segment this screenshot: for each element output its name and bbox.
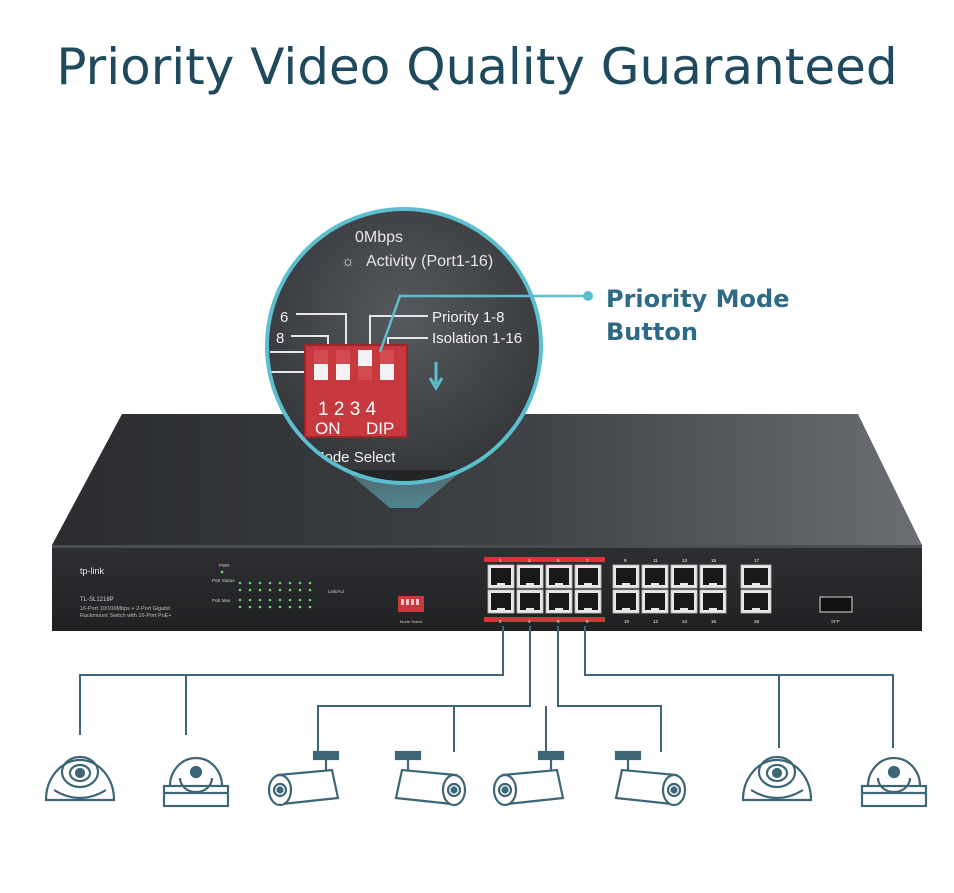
- port-number-bottom: 12: [653, 619, 659, 624]
- sfp-slot[interactable]: [819, 596, 853, 613]
- ethernet-port[interactable]: [516, 589, 544, 614]
- ethernet-port[interactable]: [612, 589, 640, 614]
- priority-mode-callout: Priority Mode Button: [606, 283, 790, 349]
- ethernet-port[interactable]: [641, 564, 669, 589]
- port-number-top: 1: [499, 558, 502, 563]
- dip-on-label: ON: [315, 419, 341, 438]
- zoom-top-text-2: Activity (Port1-16): [366, 253, 493, 270]
- port-number-top: 17: [754, 558, 760, 563]
- gigabit-port[interactable]: [740, 564, 772, 589]
- port-number-top: 15: [711, 558, 717, 563]
- switch-top-surface: [52, 414, 922, 545]
- dip-numbers: 1 2 3 4: [318, 399, 377, 420]
- led-link-act-label: Link/Act: [328, 589, 345, 594]
- ethernet-port[interactable]: [545, 589, 573, 614]
- port-number-top: 13: [682, 558, 688, 563]
- bullet-camera-icon: [614, 750, 687, 807]
- callout-line-2: Button: [606, 318, 698, 346]
- zoom-label-isolation: Isolation 1-16: [432, 330, 522, 347]
- ethernet-port[interactable]: [516, 564, 544, 589]
- switch-model: TL-SL1218P: [80, 597, 114, 603]
- ethernet-port[interactable]: [670, 589, 698, 614]
- bullet-camera-icon: [492, 750, 565, 807]
- port-group: [487, 564, 772, 614]
- gigabit-port[interactable]: [740, 589, 772, 614]
- led-pwr-label: PWR: [219, 563, 230, 568]
- port-number-bottom: 4: [528, 619, 531, 624]
- port-number-bottom: 16: [711, 619, 717, 624]
- ethernet-port[interactable]: [641, 589, 669, 614]
- ethernet-port[interactable]: [574, 564, 602, 589]
- bullet-camera-icon: [394, 750, 467, 807]
- camera-row: [44, 750, 928, 808]
- dome-camera-icon: [162, 756, 230, 808]
- cable-network: [79, 626, 894, 752]
- callout-leader-line: [378, 294, 585, 353]
- port-number-top: 3: [528, 558, 531, 563]
- led-poe-max-label: PoE Max: [212, 598, 231, 603]
- ethernet-port[interactable]: [574, 589, 602, 614]
- led-poe-status-label: PoE Status: [212, 578, 235, 583]
- zoom-label-priority: Priority 1-8: [432, 309, 505, 326]
- led-sun-icon: ☼: [341, 253, 355, 270]
- switch-desc-line-1: 16-Port 10/100Mbps + 2-Port Gigabit: [80, 606, 171, 612]
- brand-logo: tp-link: [80, 566, 105, 576]
- ethernet-port[interactable]: [670, 564, 698, 589]
- port-number-top: 11: [653, 558, 658, 563]
- callout-line-1: Priority Mode: [606, 285, 790, 313]
- port-number-bottom: 2: [499, 619, 502, 624]
- sfp-label: SFP: [831, 619, 840, 624]
- dome-camera-icon: [860, 756, 928, 808]
- zoom-top-text-1: 0Mbps: [355, 229, 403, 246]
- port-number-bottom: 8: [586, 619, 589, 624]
- ethernet-port[interactable]: [612, 564, 640, 589]
- port-number-bottom: 10: [624, 619, 630, 624]
- arrow-down-icon: [428, 362, 444, 391]
- port-number-top: 9: [624, 558, 627, 563]
- port-number-top: 7: [586, 558, 589, 563]
- port-number-top: 5: [557, 558, 560, 563]
- ethernet-port[interactable]: [487, 589, 515, 614]
- port-number-bottom: 18: [754, 619, 760, 624]
- dip-dip-label: DIP: [366, 419, 394, 438]
- zoom-left-number-2: 8: [276, 330, 284, 347]
- port-number-bottom: 6: [557, 619, 560, 624]
- dome-camera-icon: [44, 755, 116, 802]
- ethernet-port[interactable]: [699, 589, 727, 614]
- led-grid: [220, 570, 312, 609]
- switch-desc-line-2: Rackmount Switch with 16-Port PoE+: [80, 613, 172, 619]
- ethernet-port[interactable]: [487, 564, 515, 589]
- ethernet-port[interactable]: [545, 564, 573, 589]
- bullet-camera-icon: [267, 750, 340, 807]
- panel-mode-select: Mode Select: [400, 619, 423, 624]
- ethernet-port[interactable]: [699, 564, 727, 589]
- port-number-bottom: 14: [682, 619, 688, 624]
- dome-camera-icon: [741, 755, 813, 802]
- page-headline: Priority Video Quality Guaranteed: [56, 38, 898, 96]
- zoom-left-number-1: 6: [280, 309, 288, 326]
- callout-dot: [583, 291, 593, 301]
